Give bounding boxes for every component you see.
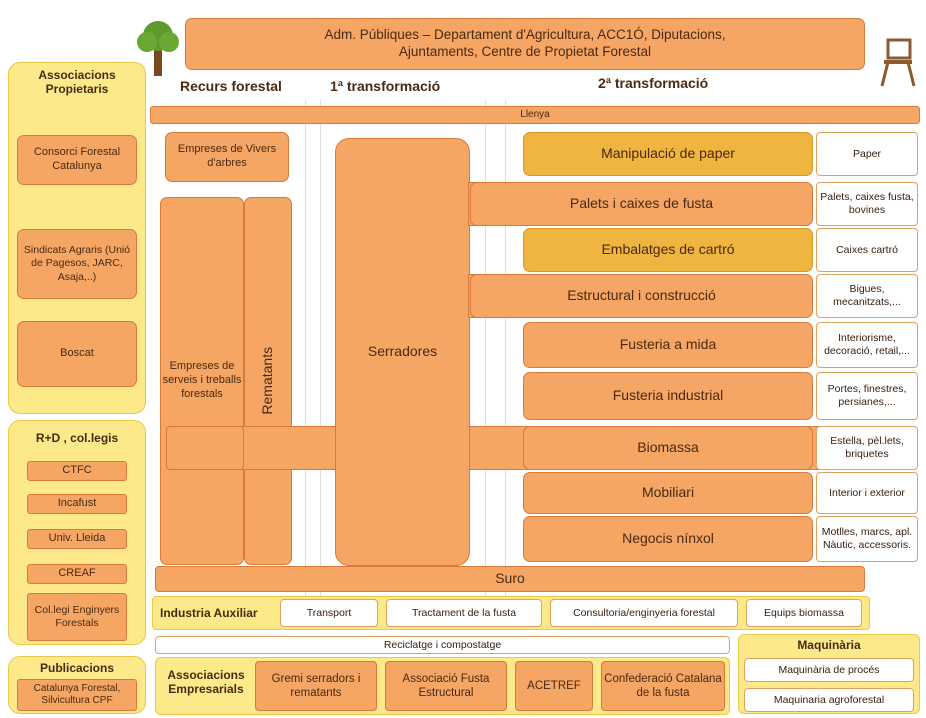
rd-colegis-title: R+D , col.legis — [35, 431, 119, 445]
header-recurs-forestal: Recurs forestal — [180, 78, 282, 94]
catalunya-forestal-box: Catalunya Forestal, Silvicultura CPF — [17, 679, 137, 711]
banner-line-2: Ajuntaments, Centre de Propietat Foresta… — [398, 44, 652, 59]
product-paper: Paper — [816, 132, 918, 176]
sector-manipulacio-paper: Manipulació de paper — [523, 132, 813, 176]
header-primera-transformacio: 1ª transformació — [330, 78, 441, 94]
sector-estructural: Estructural i construcció — [470, 274, 813, 318]
associacions-propietaris-title: Associacions Propietaris — [38, 68, 116, 96]
sector-fusteria-mida: Fusteria a mida — [523, 322, 813, 368]
vivers-box: Empreses de Vivers d'arbres — [165, 132, 289, 182]
product-motlles: Motlles, marcs, apl. Nàutic, accessoris. — [816, 516, 918, 562]
acetref-box: ACETREF — [515, 661, 593, 711]
maquinaria-proces: Maquinària de procés — [744, 658, 914, 682]
incafust-box: Incafust — [27, 494, 127, 514]
maquinaria-agroforestal: Maquinaria agroforestal — [744, 688, 914, 712]
suro-bar: Suro — [155, 566, 865, 592]
llenya-bar: Llenya — [150, 106, 920, 124]
sector-negocis-ninxol: Negocis nínxol — [523, 516, 813, 562]
maquinaria-title: Maquinària — [797, 638, 861, 652]
sindicats-agraris-box: Sindicats Agraris (Unió de Pagesos, JARC… — [17, 229, 137, 299]
aux-tractament: Tractament de la fusta — [386, 599, 542, 627]
product-bigues: Bigues, mecanitzats,... — [816, 274, 918, 318]
aux-transport: Transport — [280, 599, 378, 627]
sector-palets-caixes: Palets i caixes de fusta — [470, 182, 813, 226]
boscat-box: Boscat — [17, 321, 137, 387]
colegi-enginyers-box: Col.legi Enginyers Forestals — [27, 593, 127, 641]
gremi-serradors-box: Gremi serradors i rematants — [255, 661, 377, 711]
publicacions-panel: Publicacions Catalunya Forestal, Silvicu… — [8, 656, 146, 714]
reciclatge-bar: Reciclatge i compostatge — [155, 636, 730, 654]
empreses-serveis-box: Empreses de serveis i treballs forestals — [160, 197, 244, 565]
rd-colegis-panel: R+D , col.legis CTFC Incafust Univ. Llei… — [8, 420, 146, 645]
ctfc-box: CTFC — [27, 461, 127, 481]
rematants-box: Rematants — [244, 197, 292, 565]
sector-biomassa: Biomassa — [523, 426, 813, 470]
consorci-forestal-box: Consorci Forestal Catalunya — [17, 135, 137, 185]
sector-fusteria-industrial: Fusteria industrial — [523, 372, 813, 420]
product-caixes-carto: Caixes cartró — [816, 228, 918, 272]
chair-icon — [878, 38, 918, 88]
aux-equips-biomassa: Equips biomassa — [746, 599, 862, 627]
product-palets: Palets, caixes fusta, bovines — [816, 182, 918, 226]
serradores-box: Serradores — [335, 138, 470, 566]
product-portes: Portes, finestres, persianes,... — [816, 372, 918, 420]
banner-line-1: Adm. Públiques – Departament d'Agricultu… — [324, 27, 726, 43]
associacions-empresarials-title: Associacions Empresarials — [167, 668, 245, 696]
aux-consultoria: Consultoria/enginyeria forestal — [550, 599, 738, 627]
public-administrations-banner: Adm. Públiques – Departament d'Agricultu… — [185, 18, 865, 70]
creaf-box: CREAF — [27, 564, 127, 584]
univ-lleida-box: Univ. Lleida — [27, 529, 127, 549]
product-estella: Estella, pèl.lets, briquetes — [816, 426, 918, 470]
sector-embalatges-carto: Embalatges de cartró — [523, 228, 813, 272]
header-segona-transformacio: 2ª transformació — [598, 75, 709, 91]
product-interior-exterior: Interior i exterior — [816, 472, 918, 514]
biomassa-connector-left — [166, 426, 244, 470]
publicacions-title: Publicacions — [39, 661, 115, 675]
industria-auxiliar-title: Industria Auxiliar — [160, 606, 258, 620]
associacio-fusta-box: Associació Fusta Estructural — [385, 661, 507, 711]
confederacio-catalana-box: Confederació Catalana de la fusta — [601, 661, 725, 711]
sector-mobiliari: Mobiliari — [523, 472, 813, 514]
product-interiorisme: Interiorisme, decoració, retail,... — [816, 322, 918, 368]
associacions-propietaris-panel: Associacions Propietaris Consorci Forest… — [8, 62, 146, 414]
tree-icon — [132, 18, 184, 78]
